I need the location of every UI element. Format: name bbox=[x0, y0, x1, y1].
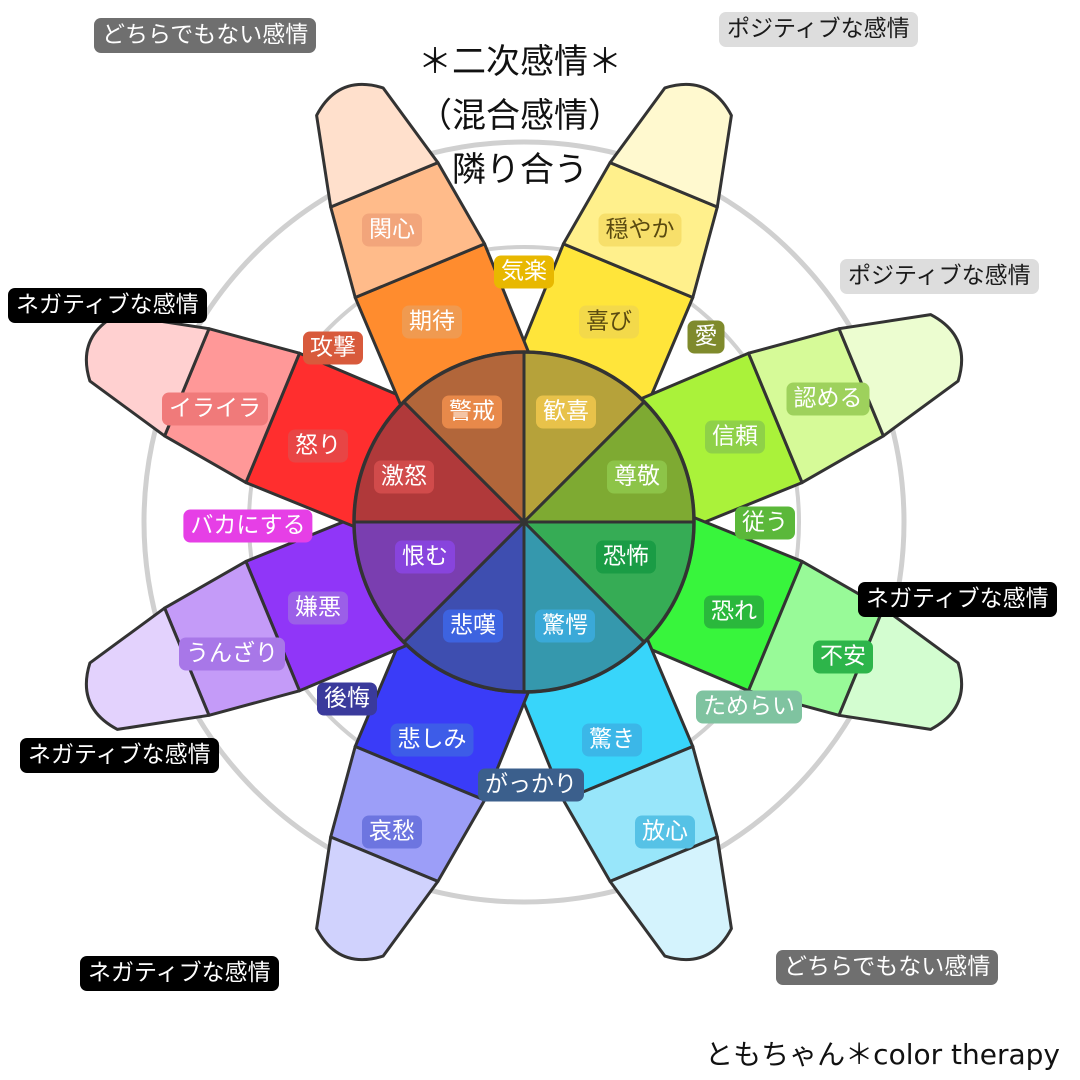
center-label-surprise: 驚愕 bbox=[535, 609, 595, 643]
petal-lime-tip-band bbox=[837, 313, 964, 438]
category-top-right: ポジティブな感情 bbox=[719, 12, 918, 47]
petal-yellow-tip-band bbox=[608, 82, 733, 209]
hub-outline bbox=[352, 350, 696, 694]
diagram-title: ＊二次感情＊ （混合感情） 隣り合う bbox=[385, 35, 655, 197]
center-label-joy: 歓喜 bbox=[536, 395, 596, 429]
outer-label-anger: イライラ bbox=[162, 392, 268, 426]
center-hub bbox=[352, 350, 696, 694]
mid-label-anticipation: 期待 bbox=[402, 305, 462, 339]
mid-label-fear: 恐れ bbox=[704, 595, 764, 629]
petal-cyan-tip-band bbox=[608, 835, 733, 962]
category-bottom-right: どちらでもない感情 bbox=[776, 950, 999, 985]
center-label-trust: 尊敬 bbox=[607, 460, 667, 494]
category-left-upper: ネガティブな感情 bbox=[8, 288, 207, 323]
title-line-1: ＊二次感情＊ bbox=[418, 42, 622, 82]
mid-label-anger: 怒り bbox=[288, 429, 348, 463]
credit-text: ともちゃん＊color therapy bbox=[705, 1038, 1060, 1071]
outer-label-surprise: 放心 bbox=[635, 815, 695, 849]
outer-label-disgust: うんざり bbox=[179, 637, 285, 671]
title-line-2: （混合感情） bbox=[418, 96, 622, 136]
outer-label-trust: 認める bbox=[786, 382, 870, 416]
outer-label-joy: 穏やか bbox=[598, 213, 682, 247]
petal-orange-tip-band bbox=[315, 82, 440, 209]
petal-purple-tip-band bbox=[84, 606, 211, 731]
mid-label-disgust: 嫌悪 bbox=[288, 591, 348, 625]
category-right-lower: ネガティブな感情 bbox=[858, 582, 1057, 617]
outer-label-sadness: 哀愁 bbox=[362, 815, 422, 849]
mid-label-joy: 喜び bbox=[579, 305, 639, 339]
center-label-sadness: 悲嘆 bbox=[443, 609, 503, 643]
center-label-disgust: 恨む bbox=[395, 540, 455, 574]
center-label-anger: 激怒 bbox=[374, 460, 434, 494]
petal-blue-tip-band bbox=[315, 835, 440, 962]
outer-label-anticipation: 関心 bbox=[362, 213, 422, 247]
category-left-lower: ネガティブな感情 bbox=[20, 738, 219, 773]
mid-label-sadness: 悲しみ bbox=[390, 723, 474, 757]
outer-label-fear: 不安 bbox=[813, 640, 873, 674]
secondary-label-shitagau: 従う bbox=[735, 506, 795, 540]
mid-label-trust: 信頼 bbox=[705, 420, 765, 454]
title-line-3: 隣り合う bbox=[452, 150, 588, 190]
outer-ring-circle bbox=[141, 139, 907, 905]
secondary-label-ai: 愛 bbox=[687, 320, 725, 354]
secondary-label-kiraku: 気楽 bbox=[494, 255, 554, 289]
category-top-left: どちらでもない感情 bbox=[94, 18, 317, 53]
petal-green-tip-band bbox=[837, 606, 964, 731]
mid-label-surprise: 驚き bbox=[582, 723, 642, 757]
secondary-label-bakanisuru: バカにする bbox=[183, 509, 313, 543]
center-label-anticipation: 警戒 bbox=[442, 395, 502, 429]
category-right-upper: ポジティブな感情 bbox=[840, 259, 1039, 294]
secondary-label-tamerai: ためらい bbox=[696, 690, 802, 724]
center-label-fear: 恐怖 bbox=[596, 540, 656, 574]
secondary-label-gakkari: がっかり bbox=[478, 768, 584, 802]
secondary-label-koukai: 後悔 bbox=[317, 682, 377, 716]
category-bottom-left: ネガティブな感情 bbox=[80, 956, 279, 991]
secondary-label-kougeki: 攻撃 bbox=[303, 331, 363, 365]
